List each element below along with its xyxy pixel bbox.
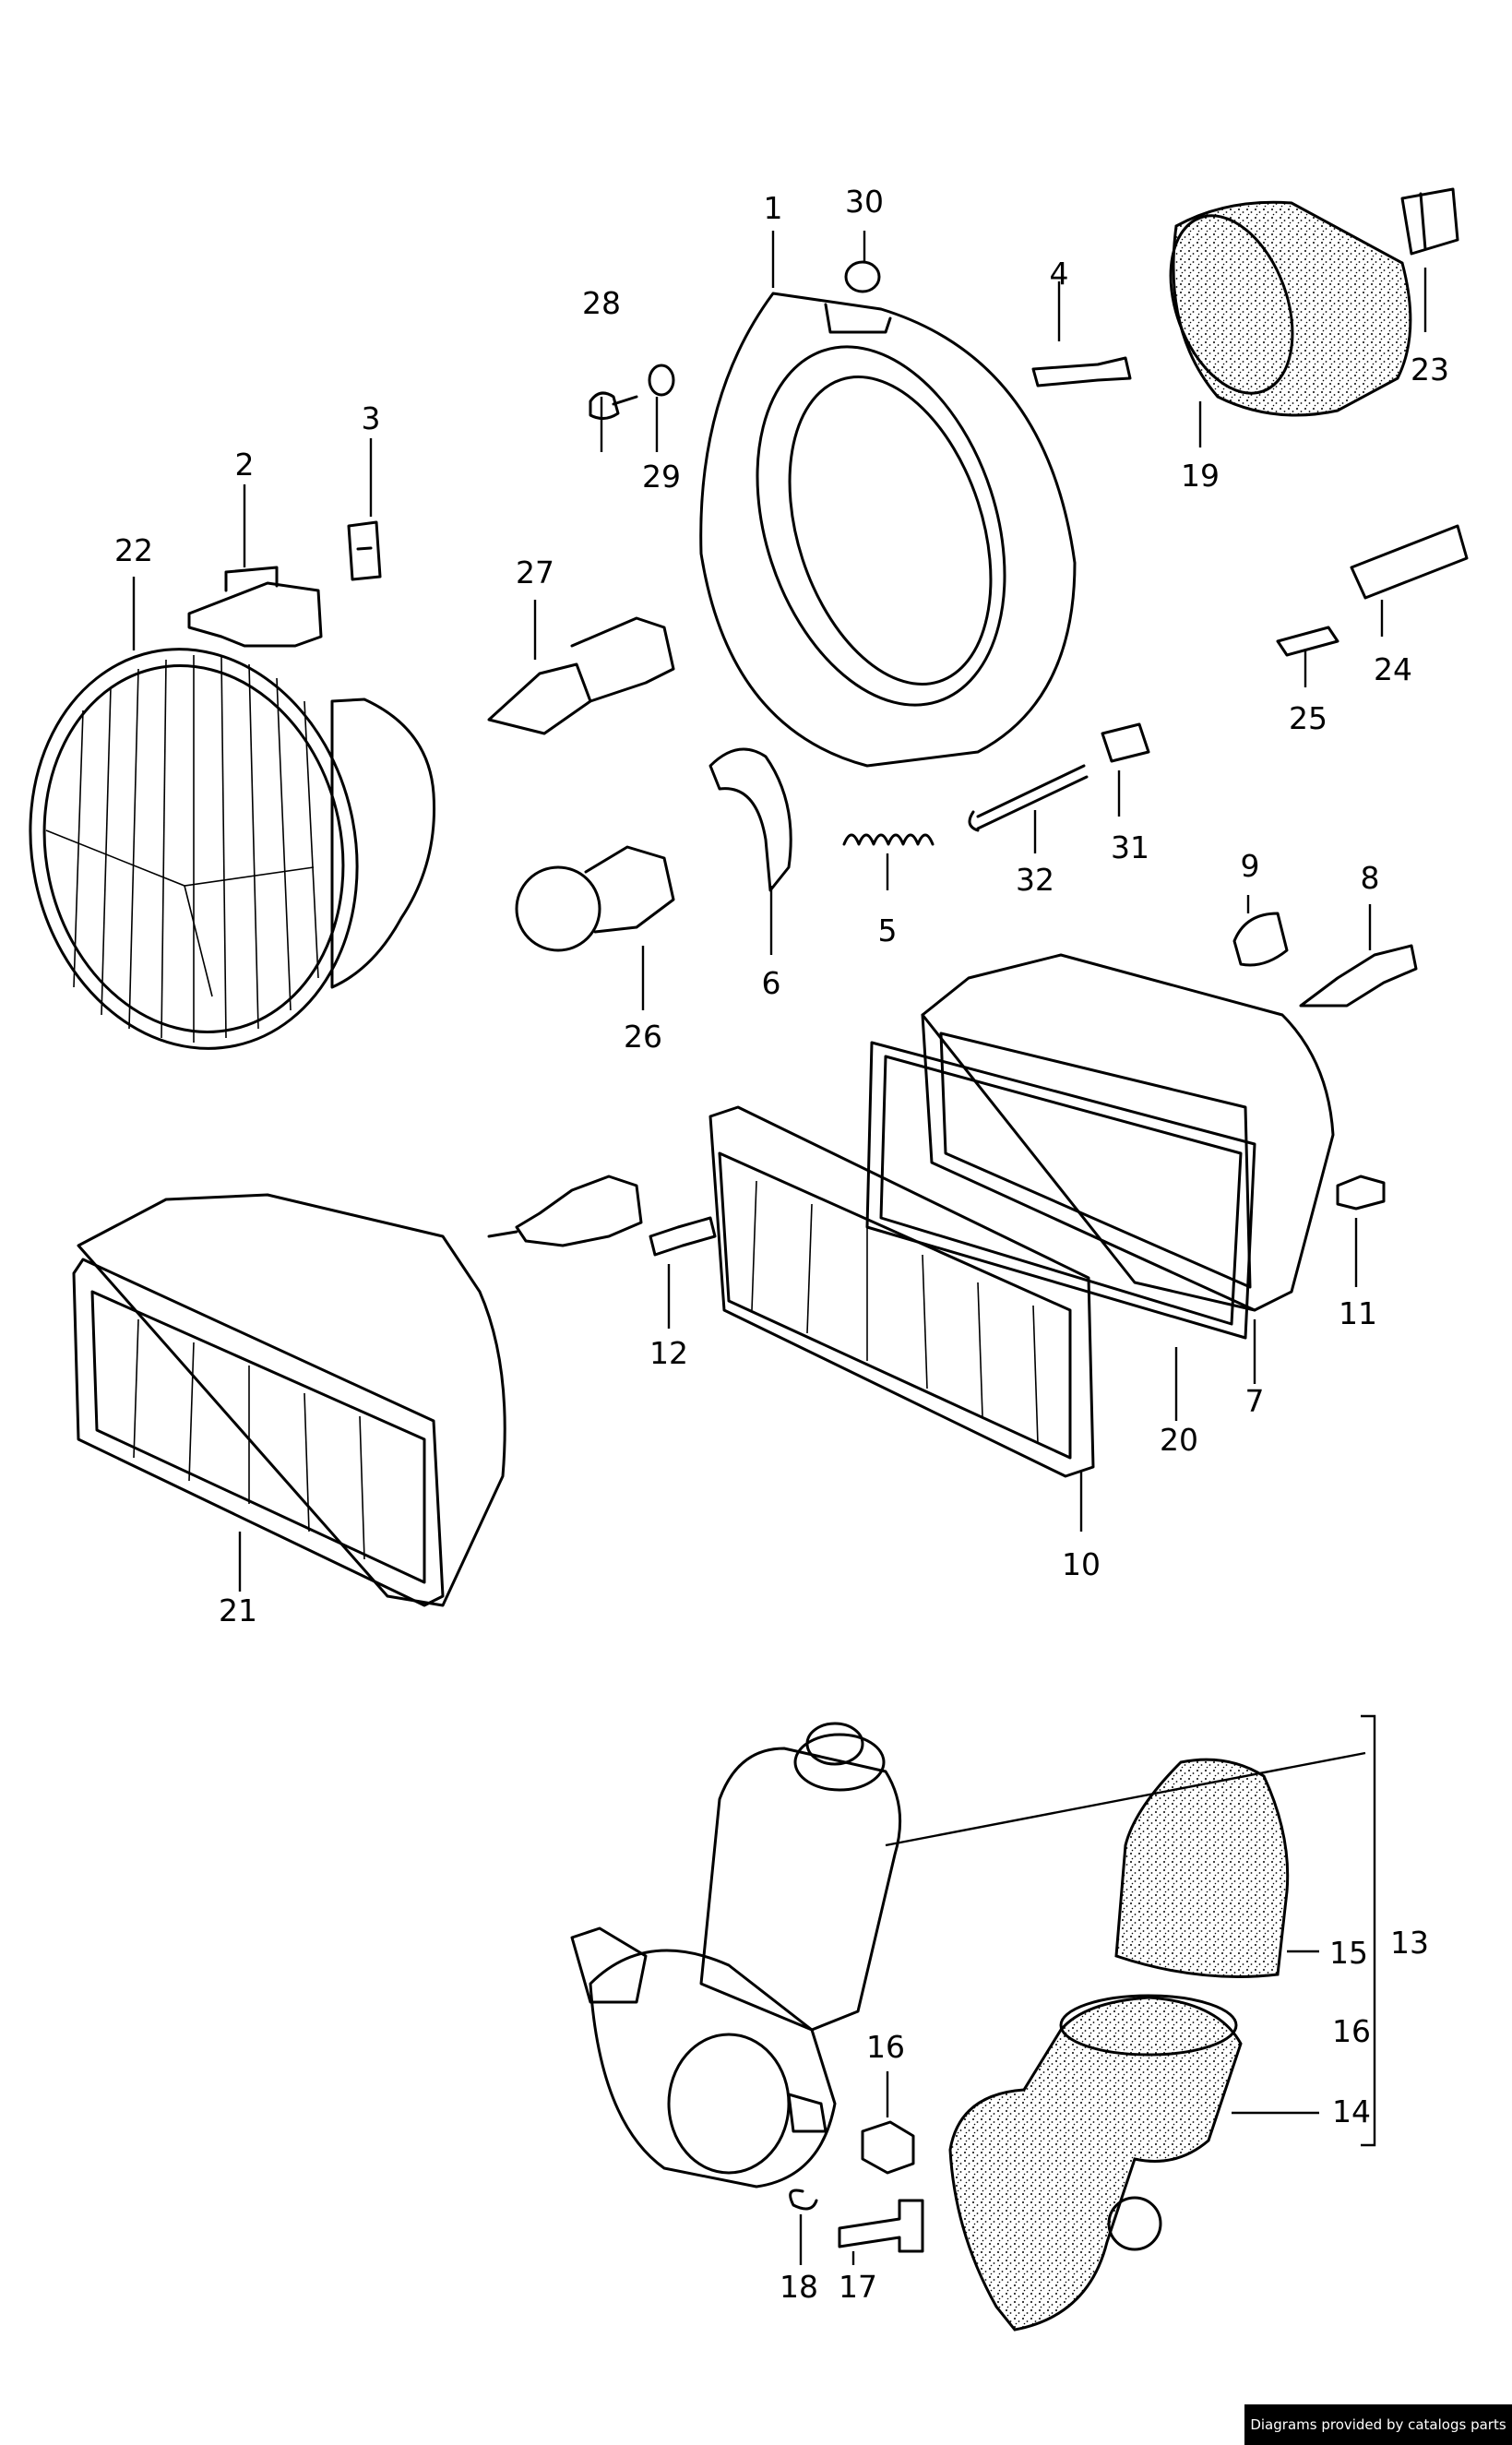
callout-3: 3 (362, 400, 381, 436)
hex-bolt (838, 2199, 924, 2253)
screw-left (649, 1216, 717, 1257)
gasket (865, 1041, 1256, 1340)
washer (648, 364, 675, 397)
fog-lamp-housing (921, 953, 1335, 1312)
callout-13: 13 (1390, 1925, 1429, 1961)
callout-20: 20 (1160, 1422, 1198, 1458)
callout-31: 31 (1111, 829, 1149, 865)
speed-nut (1101, 722, 1150, 763)
bulb-socket (1299, 944, 1418, 1008)
rubber-boot (1169, 200, 1412, 417)
bushing (844, 260, 881, 293)
circlip (789, 2189, 818, 2211)
callout-21: 21 (219, 1592, 257, 1628)
callout-8: 8 (1361, 860, 1380, 896)
callout-18: 18 (780, 2269, 818, 2305)
flat-terminal (1276, 626, 1339, 657)
callout-2: 2 (235, 447, 255, 483)
fog-lamp-assembly (72, 1193, 506, 1607)
callout-28: 28 (582, 285, 621, 321)
leader-lines (132, 231, 1427, 2265)
h4-bulb (487, 616, 675, 735)
callout-labels: 1 30 4 28 29 3 2 22 27 19 23 24 25 31 32… (114, 184, 1449, 2305)
callout-16: 16 (866, 2029, 905, 2065)
tension-spring (842, 833, 935, 846)
callout-1: 1 (764, 190, 783, 226)
fog-lamp-lens (708, 1105, 1095, 1478)
hex-nut (861, 2120, 915, 2175)
clip (347, 520, 382, 581)
callout-4: 4 (1050, 256, 1069, 292)
callout-9: 9 (1241, 848, 1260, 884)
callout-19: 19 (1181, 458, 1220, 494)
connector-cap (1400, 187, 1459, 256)
callout-30: 30 (845, 184, 884, 220)
callout-23: 23 (1411, 352, 1449, 388)
callout-22: 22 (114, 532, 153, 568)
callout-17: 17 (839, 2269, 877, 2305)
parking-bulb (515, 845, 675, 952)
filter-cap (1114, 1758, 1290, 1978)
callout-7: 7 (1245, 1383, 1265, 1419)
callout-16-right: 16 (1332, 2013, 1371, 2049)
callout-15: 15 (1329, 1935, 1368, 1971)
washer-pump-motor (570, 1722, 902, 2189)
callout-32: 32 (1016, 862, 1054, 898)
callout-14: 14 (1332, 2093, 1371, 2129)
headlight-unit (29, 648, 436, 1050)
callout-12: 12 (649, 1335, 688, 1371)
callout-29: 29 (642, 459, 681, 495)
callout-6: 6 (762, 965, 781, 1001)
glass-bulb (1232, 912, 1289, 967)
retaining-spring (708, 747, 792, 892)
pump-housing (948, 1994, 1243, 2332)
adjusting-screw (589, 391, 638, 420)
callout-27: 27 (516, 555, 554, 590)
callout-24: 24 (1374, 651, 1412, 687)
mounting-ring (699, 292, 1077, 768)
credit-banner: Diagrams provided by catalogs parts (1244, 2404, 1512, 2445)
adjusting-screw-long (968, 764, 1089, 832)
callout-10: 10 (1062, 1546, 1101, 1582)
insulating-sleeve (1350, 524, 1469, 600)
screw-right (1336, 1175, 1386, 1211)
callout-25: 25 (1289, 700, 1327, 736)
plug-connector (487, 1175, 643, 1247)
callout-11: 11 (1339, 1295, 1377, 1331)
bulb-holder (187, 566, 323, 648)
adjusting-element (1031, 356, 1132, 388)
callout-26: 26 (624, 1019, 662, 1055)
callout-5: 5 (878, 912, 898, 948)
